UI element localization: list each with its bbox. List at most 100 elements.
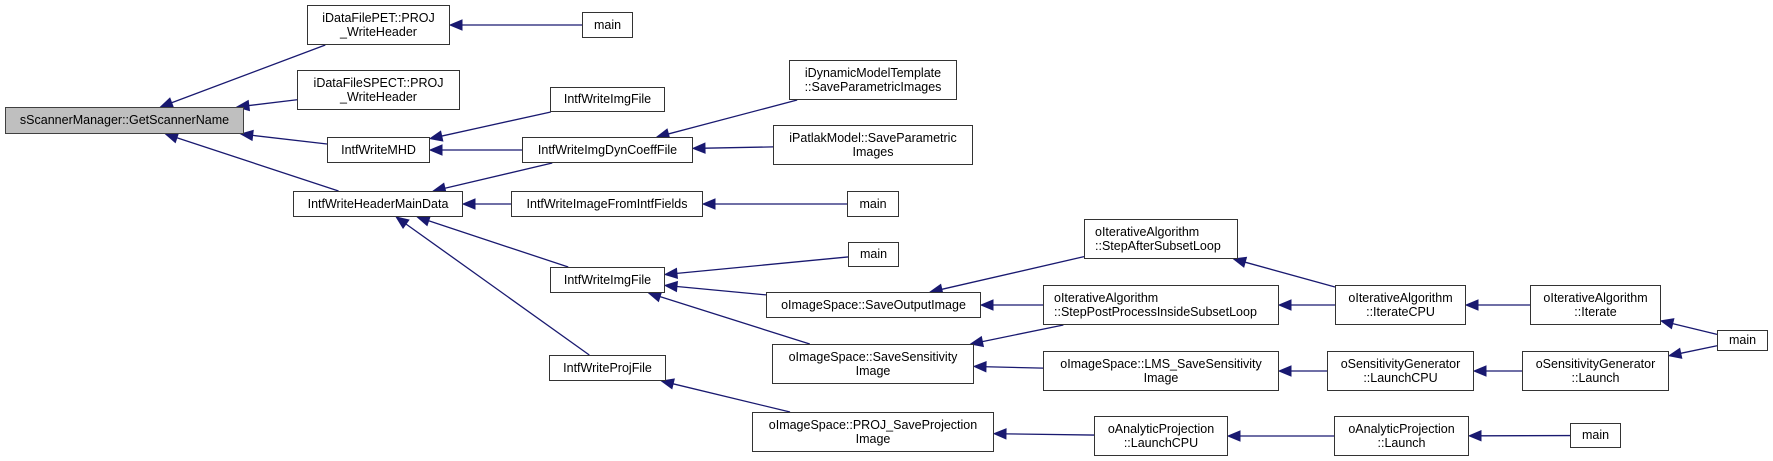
node-label: IntfWriteImgFile [563,92,652,107]
edge-headermain-to-root [176,137,339,192]
graph-node-imgfile1[interactable]: IntfWriteImgFile [550,87,665,112]
arrowhead-icon [461,198,476,210]
node-label: Image [855,432,891,446]
arrowhead-icon [1667,347,1683,359]
arrowhead-icon [691,142,706,154]
graph-node-dynmodel[interactable]: iDynamicModelTemplate::SaveParametricIma… [789,60,957,100]
edge-spect-to-root [248,99,298,107]
edge-mhd-to-root [252,134,328,145]
node-label: oIterativeAlgorithm [1348,290,1453,305]
arrowhead-icon [1467,430,1482,442]
node-label: main [1581,428,1610,443]
node-label: oIterativeAlgorithm [1543,290,1648,305]
node-label: oImageSpace::SaveSensitivity [788,349,958,364]
node-label: ::LaunchCPU [1363,371,1438,385]
arrowhead-icon [164,132,180,144]
arrowhead-icon [448,19,463,31]
node-label: main [593,17,622,32]
node-label: IntfWriteMHD [341,142,416,157]
node-label: IntfWriteImgFile [563,272,652,287]
graph-node-stepafter[interactable]: oIterativeAlgorithm::StepAfterSubsetLoop [1084,219,1238,259]
graph-node-main3[interactable]: main [848,242,899,267]
node-label: sScannerManager::GetScannerName [19,113,230,128]
node-label: oIterativeAlgorithm [1095,224,1200,239]
node-label: _WriteHeader [340,25,417,39]
arrowhead-icon [416,215,431,227]
edge-imgfile1-to-mhd [441,111,551,137]
arrowhead-icon [239,129,254,142]
edge-steppost-to-savesens [982,324,1064,343]
edge-dyncoeff-to-headermain [444,162,553,189]
graph-node-dyncoeff[interactable]: IntfWriteImgDynCoeffFile [522,137,693,163]
graph-node-analyticcpu[interactable]: oAnalyticProjection::LaunchCPU [1094,416,1228,456]
arrowhead-icon [1226,430,1241,442]
graph-node-sensgencpu[interactable]: oSensitivityGenerator::LaunchCPU [1327,351,1474,391]
graph-node-main5[interactable]: main [1570,423,1621,448]
node-label: Image [855,364,891,378]
node-label: oImageSpace::PROJ_SaveProjection [768,417,978,432]
node-label: iPatlakModel::SaveParametric [789,130,957,145]
graph-node-main1[interactable]: main [582,12,633,38]
node-label: oImageSpace::LMS_SaveSensitivity [1060,356,1262,371]
arrowhead-icon [428,144,443,156]
arrowhead-icon [1232,256,1248,268]
node-label: ::Launch [1571,371,1620,385]
edge-patlak-to-dyncoeff [704,146,774,149]
graph-node-saveoutput[interactable]: oImageSpace::SaveOutputImage [766,292,981,318]
arrowhead-icon [979,299,994,311]
arrowhead-icon [1472,365,1487,377]
node-label: main [859,247,888,262]
node-label: oSensitivityGenerator [1535,356,1656,371]
node-label: main [859,196,887,211]
arrowhead-icon [428,130,444,142]
node-label: IntfWriteImgDynCoeffFile [537,142,678,157]
arrowhead-icon [701,198,716,210]
arrowhead-icon [1464,299,1479,311]
graph-node-main4[interactable]: main [1717,330,1768,351]
graph-node-main2[interactable]: main [847,191,899,217]
graph-node-root[interactable]: sScannerManager::GetScannerName [5,107,244,134]
node-label: main [1728,333,1757,348]
arrowhead-icon [1277,365,1292,377]
graph-node-sensgenlaunch[interactable]: oSensitivityGenerator::Launch [1522,351,1669,391]
node-label: IntfWriteImageFromIntfFields [526,196,688,211]
node-label: _WriteHeader [340,90,417,104]
graph-node-pet[interactable]: iDataFilePET::PROJ_WriteHeader [307,5,450,45]
graph-node-spect[interactable]: iDataFileSPECT::PROJ_WriteHeader [297,70,460,110]
graph-node-imgfile2[interactable]: IntfWriteImgFile [550,267,665,293]
node-label: ::LaunchCPU [1123,436,1199,450]
arrowhead-icon [647,291,663,303]
node-label: oSensitivityGenerator [1340,356,1461,371]
graph-node-headermain[interactable]: IntfWriteHeaderMainData [293,191,463,217]
graph-node-analyticlaunch[interactable]: oAnalyticProjection::Launch [1334,416,1469,456]
graph-node-steppost[interactable]: oIterativeAlgorithm::StepPostProcessInsi… [1043,285,1279,325]
graph-node-mhd[interactable]: IntfWriteMHD [327,137,430,163]
graph-node-projfile[interactable]: IntfWriteProjFile [549,355,666,381]
edge-dynmodel-to-dyncoeff [668,99,798,135]
node-label: IntfWriteHeaderMainData [307,196,449,211]
graph-node-iterate[interactable]: oIterativeAlgorithm::Iterate [1530,285,1661,325]
edge-main4-to-iterate [1672,323,1718,335]
node-label: oIterativeAlgorithm [1054,290,1159,305]
node-label: ::StepAfterSubsetLoop [1095,239,1221,253]
arrowhead-icon [395,216,410,229]
edge-analyticcpu-to-saveproj [1005,433,1095,436]
node-label: iDataFileSPECT::PROJ [313,75,444,90]
edge-saveproj-to-projfile [672,383,791,413]
edge-stepafter-to-saveoutput [941,256,1085,290]
arrowhead-icon [663,280,678,293]
node-label: ::StepPostProcessInsideSubsetLoop [1054,305,1257,319]
arrowhead-icon [972,361,987,373]
node-label: Images [852,145,894,159]
edge-saveoutput-to-imgfile2 [676,285,767,296]
node-label: ::Iterate [1574,305,1617,319]
graph-node-iteratecpu[interactable]: oIterativeAlgorithm::IterateCPU [1335,285,1466,325]
node-label: IntfWriteProjFile [563,360,652,375]
edge-imgfile2-to-headermain [428,220,569,268]
graph-node-imgfromfields[interactable]: IntfWriteImageFromIntfFields [511,191,703,217]
